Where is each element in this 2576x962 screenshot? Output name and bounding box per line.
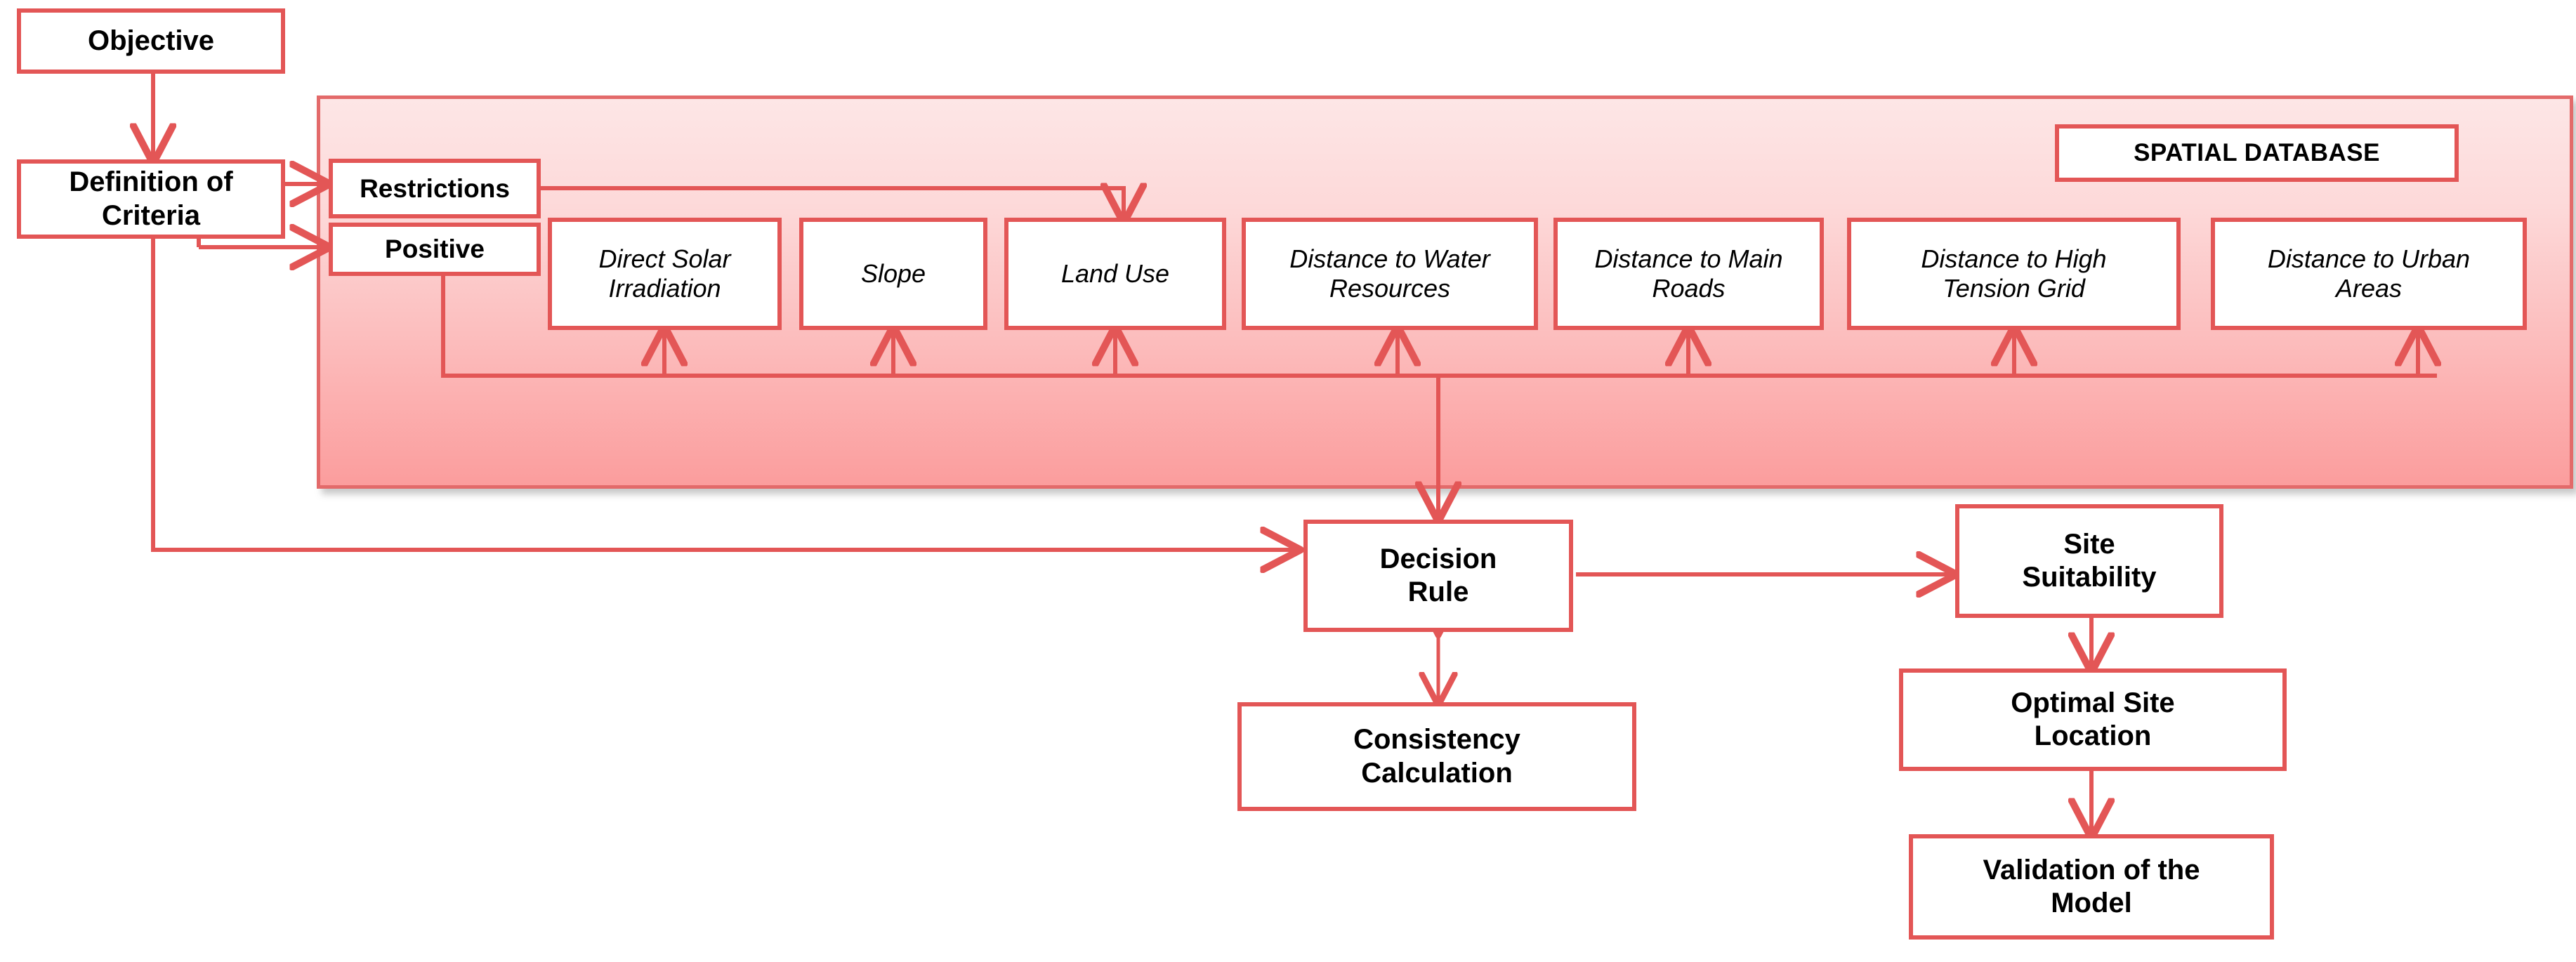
- node-site-suitability[interactable]: Site Suitability: [1955, 504, 2223, 618]
- node-optimal-site-location[interactable]: Optimal Site Location: [1899, 668, 2287, 771]
- node-positive[interactable]: Positive: [329, 223, 541, 276]
- node-validation-of-the-model[interactable]: Validation of the Model: [1909, 834, 2274, 940]
- criteria-box-distance-to-urban-areas[interactable]: Distance to Urban Areas: [2211, 218, 2527, 330]
- criteria-box-distance-to-main-roads[interactable]: Distance to Main Roads: [1553, 218, 1824, 330]
- node-positive-label: Positive: [385, 235, 485, 264]
- criteria-box-distance-to-water-resources[interactable]: Distance to Water Resources: [1242, 218, 1538, 330]
- node-validation-of-the-model-label: Validation of the Model: [1983, 854, 2200, 918]
- node-decision-rule-label: Decision Rule: [1379, 543, 1497, 607]
- edge-restrictions-to-land-use: [541, 188, 1124, 219]
- node-restrictions-label: Restrictions: [360, 173, 510, 203]
- criteria-box-distance-to-high-tension-grid[interactable]: Distance to High Tension Grid: [1847, 218, 2181, 330]
- criteria-box-slope[interactable]: Slope: [799, 218, 987, 330]
- criteria-label-land-use: Land Use: [1060, 258, 1170, 288]
- criteria-box-direct-solar-irradiation[interactable]: Direct Solar Irradiation: [548, 218, 782, 330]
- node-decision-rule[interactable]: Decision Rule: [1303, 520, 1573, 632]
- edge-definition-to-decision-rule: [151, 239, 1296, 550]
- criteria-label-distance-to-urban-areas: Distance to Urban Areas: [2267, 244, 2471, 303]
- node-consistency-calculation[interactable]: Consistency Calculation: [1237, 702, 1636, 811]
- node-objective[interactable]: Objective: [17, 8, 285, 74]
- criteria-label-direct-solar-irradiation: Direct Solar Irradiation: [598, 244, 731, 303]
- node-definition-of-criteria[interactable]: Definition of Criteria: [17, 159, 285, 239]
- criteria-box-land-use[interactable]: Land Use: [1004, 218, 1226, 330]
- node-restrictions[interactable]: Restrictions: [329, 159, 541, 218]
- node-definition-of-criteria-label: Definition of Criteria: [69, 166, 233, 231]
- criteria-label-distance-to-water-resources: Distance to Water Resources: [1289, 244, 1490, 303]
- node-optimal-site-location-label: Optimal Site Location: [2011, 687, 2175, 751]
- criteria-label-distance-to-high-tension-grid: Distance to High Tension Grid: [1921, 244, 2107, 303]
- node-site-suitability-label: Site Suitability: [2022, 528, 2157, 593]
- node-spatial-database[interactable]: SPATIAL DATABASE: [2055, 124, 2459, 182]
- criteria-label-distance-to-main-roads: Distance to Main Roads: [1594, 244, 1783, 303]
- node-objective-label: Objective: [87, 25, 215, 56]
- node-spatial-database-label: SPATIAL DATABASE: [2134, 139, 2380, 167]
- criteria-label-slope: Slope: [860, 258, 926, 288]
- node-consistency-calculation-label: Consistency Calculation: [1353, 724, 1520, 789]
